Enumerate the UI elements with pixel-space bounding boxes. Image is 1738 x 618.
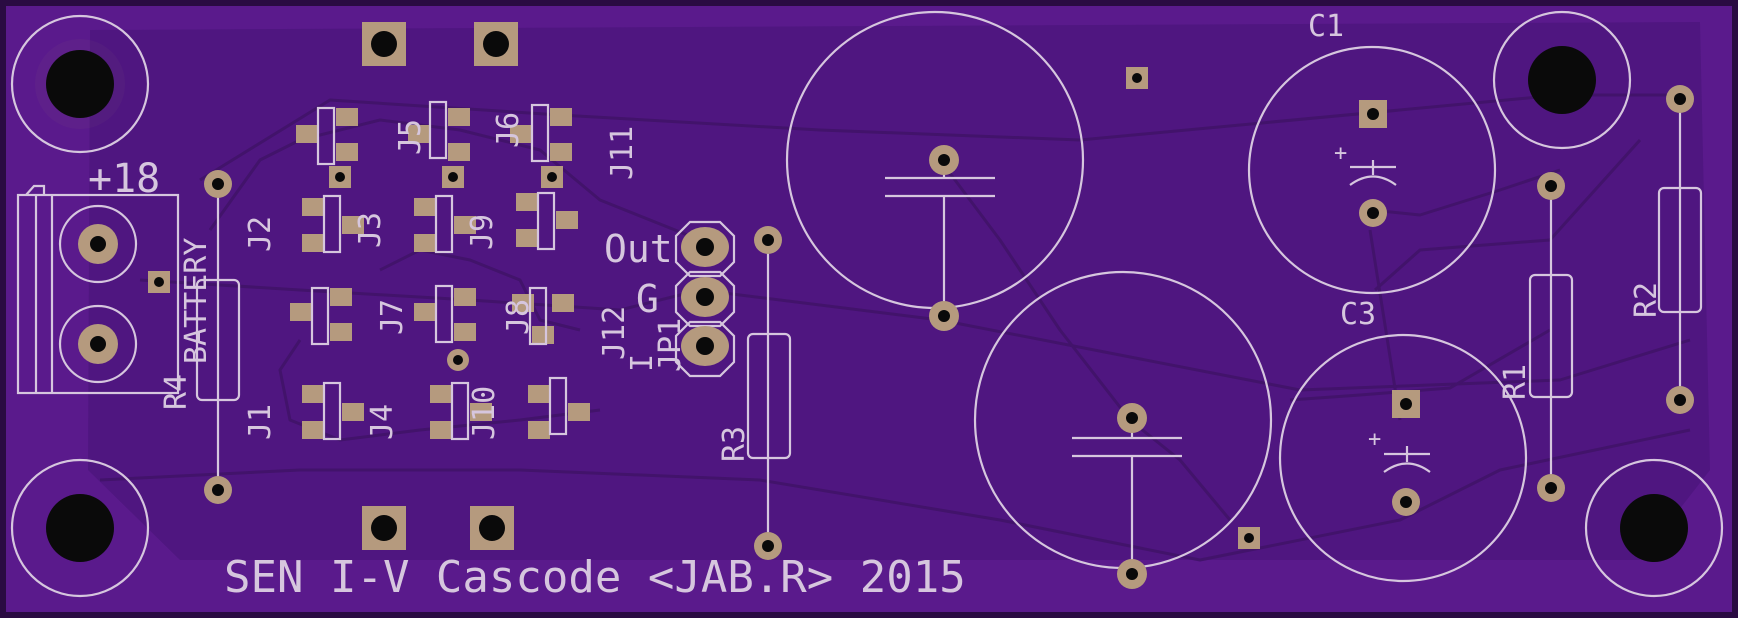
mounting-hole — [1492, 10, 1632, 150]
label-r4: R4 — [159, 374, 194, 410]
label-j11: J11 — [605, 126, 640, 180]
trace — [1374, 138, 1642, 292]
sot-footprint — [528, 376, 590, 439]
label-c1-polarity: + — [1334, 141, 1347, 166]
label-j5: J5 — [393, 119, 428, 155]
battery-connector — [16, 184, 180, 395]
resistor-r4 — [195, 170, 241, 504]
sot-footprint — [516, 191, 578, 251]
via-hole — [154, 277, 164, 287]
label-j12: J12 — [597, 306, 632, 360]
board-title: SEN I-V Cascode <JAB.R> 2015 — [224, 552, 966, 603]
sot-footprint — [512, 286, 574, 346]
pad-group — [362, 22, 518, 550]
via-group — [329, 67, 1260, 549]
label-c3-polarity: + — [1368, 427, 1381, 452]
label-j6: J6 — [491, 112, 526, 148]
label-i: I — [625, 354, 660, 372]
capacitor-c1 — [1247, 45, 1497, 295]
sot-footprint — [290, 286, 352, 346]
trace — [1371, 168, 1561, 217]
label-plus18: +18 — [88, 156, 160, 202]
label-j1: J1 — [243, 404, 278, 440]
sot-footprint — [414, 194, 476, 254]
label-r1: R1 — [1498, 364, 1533, 400]
label-c3: C3 — [1340, 297, 1376, 332]
label-r3: R3 — [717, 426, 752, 462]
capacitor-c3 — [1278, 333, 1528, 583]
resistor-r3 — [746, 226, 792, 560]
capacitor-large-top — [785, 10, 1085, 331]
label-g: G — [636, 277, 659, 321]
sot-footprint — [414, 284, 476, 344]
label-j4: J4 — [365, 404, 400, 440]
mounting-hole — [1584, 458, 1724, 598]
label-battery: BATTERY — [179, 238, 214, 364]
sot-footprint — [430, 381, 492, 441]
mounting-hole — [10, 458, 150, 598]
transistor-group — [290, 100, 590, 441]
label-j9: J9 — [465, 214, 500, 250]
resistor-r1 — [1528, 172, 1574, 502]
resistor-r2 — [1657, 85, 1703, 414]
trace — [938, 159, 1232, 521]
jp1-header — [674, 220, 736, 378]
trace — [1368, 229, 1402, 421]
label-j7: J7 — [375, 299, 410, 335]
label-j8: J8 — [501, 299, 536, 335]
sot-footprint — [302, 194, 364, 254]
label-r2: R2 — [1629, 282, 1664, 318]
label-j3: J3 — [353, 212, 388, 248]
label-jp1: JP1 — [653, 318, 688, 372]
sot-footprint — [296, 106, 358, 166]
mounting-hole — [10, 14, 150, 154]
label-c1: C1 — [1308, 9, 1344, 44]
sot-footprint — [510, 103, 572, 163]
copper-pour — [88, 22, 1710, 560]
label-out: Out — [604, 227, 673, 271]
capacitor-large-bottom — [973, 270, 1273, 589]
trace — [99, 428, 1691, 562]
label-j10: J10 — [467, 386, 502, 440]
silkscreen-text-group: +18 BATTERY R4 J2 J1 J3 J4 J5 J6 J7 J8 J… — [88, 9, 1664, 603]
sot-footprint — [408, 100, 470, 161]
sot-footprint — [302, 381, 364, 441]
label-j2: J2 — [243, 216, 278, 252]
